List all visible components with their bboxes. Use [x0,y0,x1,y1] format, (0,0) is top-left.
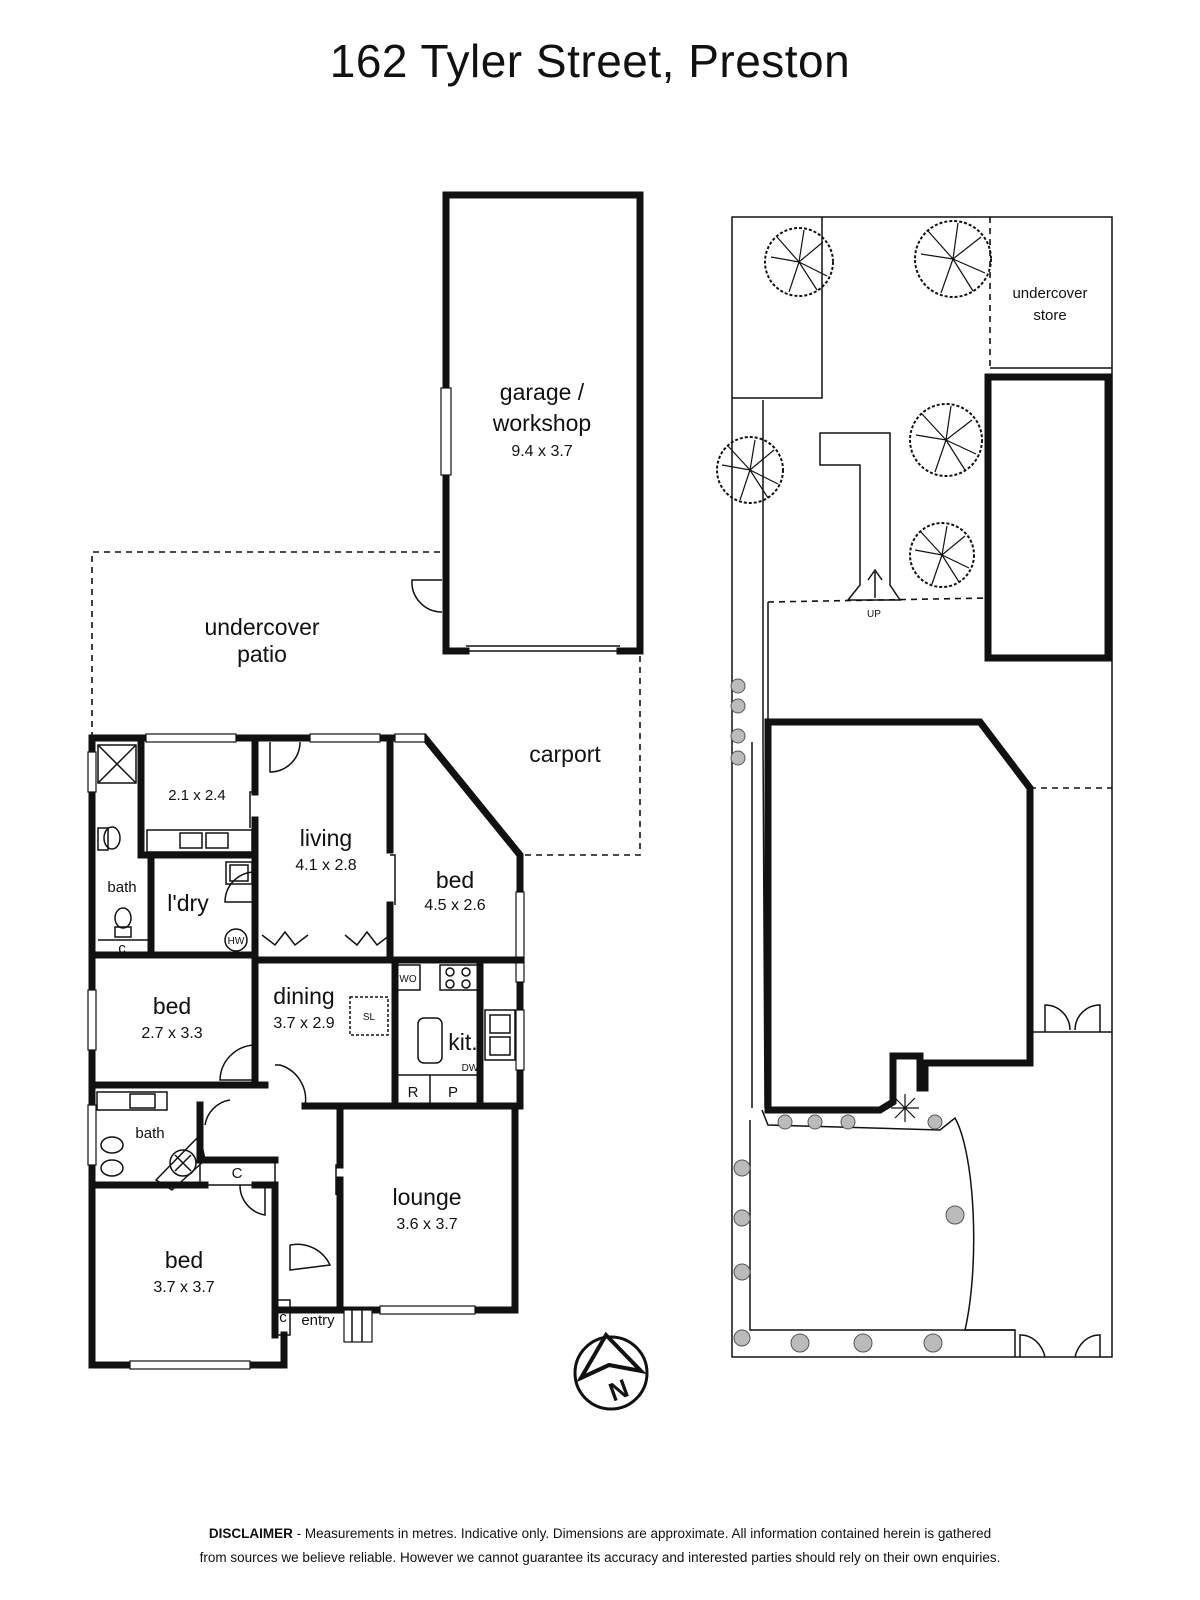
up-label: UP [867,609,881,620]
tree-icon [909,522,975,588]
wall-oven-label: WO [399,974,416,985]
cupboard3-label: c [279,1309,287,1326]
tree-icon [909,403,983,477]
north-label: N [605,1373,633,1408]
bed2-dimensions: 2.7 x 3.3 [141,1025,202,1042]
lounge-dimensions: 3.6 x 3.7 [396,1216,457,1233]
page-title: 162 Tyler Street, Preston [329,35,851,87]
cupboard-label: c [118,940,126,957]
bed3-label: bed [165,1247,203,1273]
garage-label: garage / [500,379,585,405]
carport-label: carport [529,741,601,767]
entry-label: entry [301,1312,335,1329]
patio-outline [91,551,440,738]
dishwasher-label: DW [462,1063,479,1074]
fridge-label: R [408,1084,419,1101]
dining-label: dining [273,983,334,1009]
small-room-dimensions: 2.1 x 2.4 [168,787,226,804]
bed1-dimensions: 4.5 x 2.6 [424,897,485,914]
patio-label: undercover [204,614,319,640]
disclaimer-line-2: from sources we believe reliable. Howeve… [199,1550,1001,1565]
tree-icon [891,1094,919,1122]
tree-icon [914,220,992,298]
bed1-label: bed [436,867,474,893]
disclaimer-heading: DISCLAIMER [208,1526,293,1541]
house-walls [87,733,525,1370]
garage-dimensions: 9.4 x 3.7 [511,443,572,460]
disclaimer-line-1: - Measurements in metres. Indicative onl… [292,1526,992,1541]
north-compass-icon: N [573,1331,649,1411]
garage-label-2: workshop [492,410,591,436]
garage [411,191,644,655]
living-dimensions: 4.1 x 2.8 [295,857,356,874]
store-label: undercover [1012,285,1087,302]
laundry-label: l'dry [167,890,209,916]
pantry-label: P [448,1084,458,1101]
disclaimer: DISCLAIMER - Measurements in metres. Ind… [0,1525,1200,1543]
bed2-label: bed [153,993,191,1019]
bath2-label: bath [135,1125,164,1142]
hot-water-label: HW [228,936,245,947]
store-label-2: store [1033,307,1066,324]
tree-icon [716,436,784,504]
patio-label-2: patio [237,641,287,667]
dining-dimensions: 3.7 x 2.9 [273,1015,334,1032]
tree-icon [764,227,834,297]
living-label: living [300,825,352,851]
carport-outline [520,656,641,856]
kitchen-label: kit. [448,1029,477,1055]
lounge-label: lounge [392,1184,461,1210]
site-plan [730,216,1113,1358]
bath1-label: bath [107,879,136,896]
door-swings [204,741,396,1271]
cupboard2-label: C [232,1165,243,1182]
fixtures [96,744,516,1336]
skylight-label: SL [363,1012,376,1023]
bed3-dimensions: 3.7 x 3.7 [153,1279,214,1296]
